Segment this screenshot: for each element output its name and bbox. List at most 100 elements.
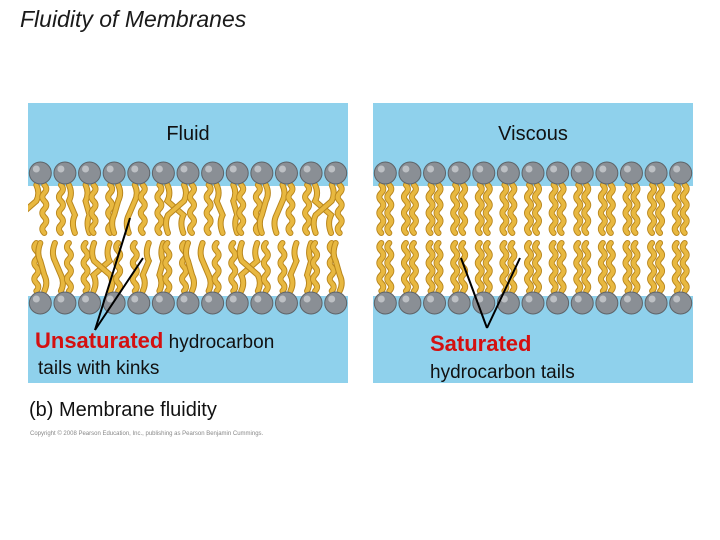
head-highlight [155, 165, 163, 173]
head-highlight [131, 295, 139, 303]
hydrocarbon-tail [81, 241, 90, 293]
head-highlight [254, 295, 262, 303]
phospholipid-head [299, 291, 323, 315]
hydrocarbon-tail [582, 241, 591, 293]
head-highlight [476, 165, 484, 173]
head-highlight [106, 165, 114, 173]
hydrocarbon-tail [138, 183, 147, 235]
head-highlight [574, 295, 582, 303]
phospholipid-head [521, 161, 545, 185]
hydrocarbon-tail [231, 183, 240, 235]
head-highlight [648, 165, 656, 173]
hydrocarbon-tail [401, 183, 410, 235]
head-highlight [82, 295, 90, 303]
phospholipid-head [644, 291, 668, 315]
viscous-label: Viscous [498, 123, 568, 145]
head-highlight [303, 165, 311, 173]
head-highlight [550, 295, 558, 303]
figure-label: (b) Membrane fluidity [29, 399, 217, 421]
phospholipid-head [102, 161, 126, 185]
head-highlight [574, 165, 582, 173]
phospholipid-head [496, 161, 520, 185]
hydrocarbon-tail [631, 183, 640, 235]
hydrocarbon-tail [83, 183, 92, 235]
hydrocarbon-tail [304, 241, 314, 293]
phospholipid-head [669, 291, 693, 315]
head-highlight [278, 295, 286, 303]
hydrocarbon-tail [426, 241, 435, 293]
phospholipid-head [225, 291, 249, 315]
phospholipid-head [274, 291, 298, 315]
phospholipid-head [324, 161, 348, 185]
head-highlight [106, 295, 114, 303]
phospholipid-head [423, 161, 447, 185]
hydrocarbon-tail [623, 183, 632, 235]
head-highlight [180, 295, 188, 303]
hydrocarbon-tail [89, 183, 98, 235]
head-highlight [180, 165, 188, 173]
hydrocarbon-tail [335, 183, 344, 235]
unsaturated-caption-line2: tails with kinks [38, 358, 160, 379]
slide-title: Fluidity of Membranes [20, 6, 247, 32]
hydrocarbon-tail [377, 241, 386, 293]
head-highlight [57, 165, 65, 173]
head-highlight [205, 165, 213, 173]
head-highlight [32, 295, 40, 303]
hydrocarbon-tail [525, 241, 533, 293]
hydrocarbon-tail [459, 241, 468, 293]
phospholipid-head [447, 291, 471, 315]
hydrocarbon-tail [198, 241, 213, 293]
head-highlight [278, 165, 286, 173]
hydrocarbon-tail [28, 183, 41, 211]
hydrocarbon-tail [40, 183, 49, 235]
viscous-membrane-panel: Viscous [373, 103, 693, 383]
head-highlight [500, 165, 508, 173]
head-highlight [328, 295, 336, 303]
hydrocarbon-tail [483, 183, 492, 235]
hydrocarbon-tail [451, 241, 460, 293]
head-highlight [550, 165, 558, 173]
phospholipid-head [250, 161, 274, 185]
hydrocarbon-tail [549, 241, 558, 293]
head-highlight [451, 295, 459, 303]
hydrocarbon-tail [272, 183, 287, 235]
hydrocarbon-tail [409, 183, 418, 235]
head-highlight [254, 165, 262, 173]
head-highlight [599, 295, 607, 303]
phospholipid-head [201, 291, 225, 315]
hydrocarbon-tail [508, 183, 517, 235]
head-highlight [427, 165, 435, 173]
phospholipid-head [521, 291, 545, 315]
phospholipid-head [274, 161, 298, 185]
head-highlight [229, 295, 237, 303]
hydrocarbon-tail [184, 241, 196, 293]
hydrocarbon-tail [549, 183, 558, 235]
hydrocarbon-tail [483, 241, 492, 293]
hydrocarbon-tail [525, 183, 533, 235]
head-highlight [377, 165, 385, 173]
fluid-membrane-panel: Fluid [28, 103, 348, 383]
hydrocarbon-tail [212, 241, 221, 293]
hydrocarbon-tail [288, 241, 299, 293]
phospholipid-head [472, 291, 496, 315]
hydrocarbon-tail [648, 183, 657, 235]
fluid-membrane-illustration [28, 103, 348, 383]
head-highlight [623, 165, 631, 173]
head-highlight [500, 295, 508, 303]
phospholipid-head [373, 161, 397, 185]
hydrocarbon-tail [311, 183, 336, 235]
phospholipid-head [669, 161, 693, 185]
hydrocarbon-tail [140, 241, 151, 293]
phospholipid-head [496, 291, 520, 315]
hydrocarbon-tail [36, 241, 49, 293]
phospholipid-head [595, 161, 619, 185]
hydrocarbon-tail [500, 241, 509, 293]
hydrocarbon-tail [680, 183, 689, 235]
fluid-label: Fluid [166, 123, 210, 145]
phospholipid-head [644, 161, 668, 185]
phospholipid-head [472, 161, 496, 185]
head-highlight [328, 165, 336, 173]
hydrocarbon-tail [459, 183, 468, 235]
phospholipid-head [570, 161, 594, 185]
saturated-highlight: Saturated [430, 331, 532, 356]
